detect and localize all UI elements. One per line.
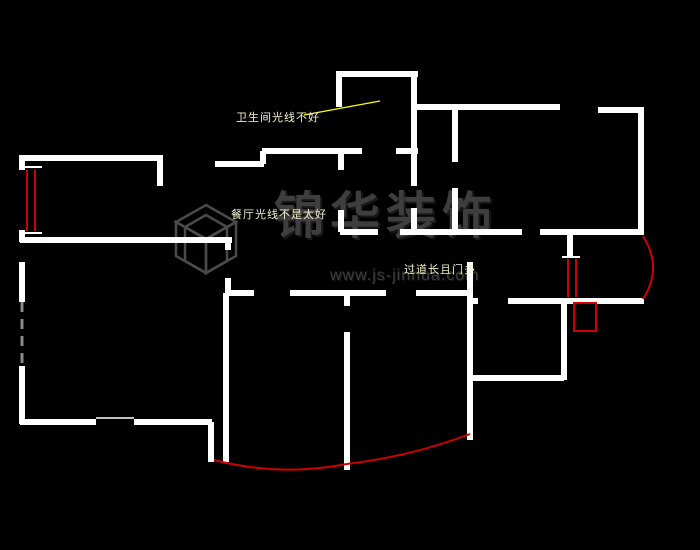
balcony-arcs-layer bbox=[213, 235, 654, 471]
annotation-corridor-doors: 过道长且门多 bbox=[404, 264, 476, 276]
wall-details-layer bbox=[20, 166, 580, 419]
annotation-bathroom-light: 卫生间光线不好 bbox=[236, 112, 320, 124]
watermark-url-text: www.js-jinhua.com bbox=[330, 267, 480, 284]
annotation-dining-light: 餐厅光线不是太好 bbox=[231, 209, 327, 221]
windows-layer bbox=[26, 170, 597, 332]
leader-line bbox=[303, 100, 381, 116]
walls-layer bbox=[19, 71, 644, 470]
